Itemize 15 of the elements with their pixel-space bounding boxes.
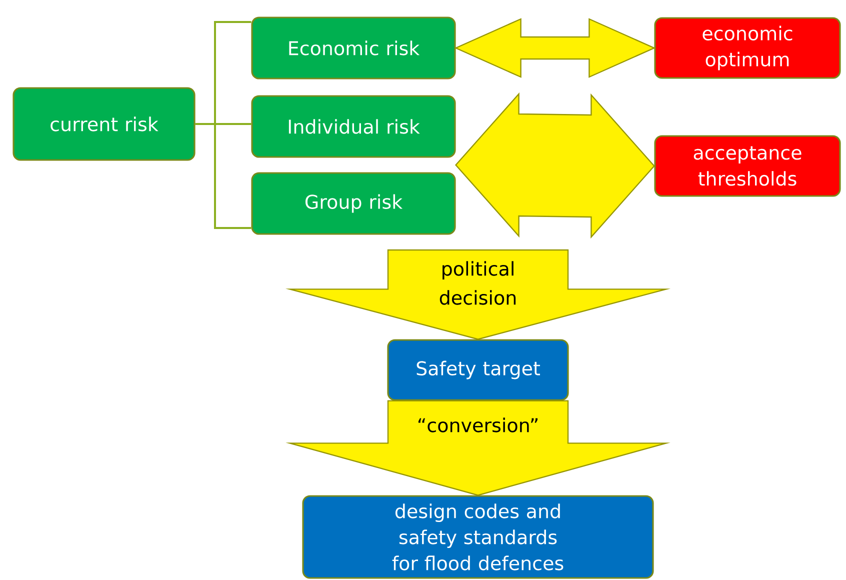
block-arrow — [286, 400, 670, 496]
double-block-arrow — [455, 92, 655, 239]
block-arrow — [285, 249, 671, 340]
double-block-arrow — [454, 18, 656, 78]
criterion-box: acceptance thresholds — [654, 135, 841, 197]
edge-label: “conversion” — [418, 418, 538, 432]
risk-box: current risk — [12, 87, 196, 161]
criterion-box: economic optimum — [654, 17, 841, 79]
edge-label: political decision — [440, 261, 516, 305]
result-box: design codes and safety standards for flood defences — [302, 495, 654, 579]
risk-box: Group risk — [251, 172, 456, 235]
risk-box: Economic risk — [251, 16, 456, 80]
risk-box: Individual risk — [251, 95, 456, 158]
result-box: Safety target — [387, 339, 569, 401]
bracket-line — [195, 123, 252, 229]
